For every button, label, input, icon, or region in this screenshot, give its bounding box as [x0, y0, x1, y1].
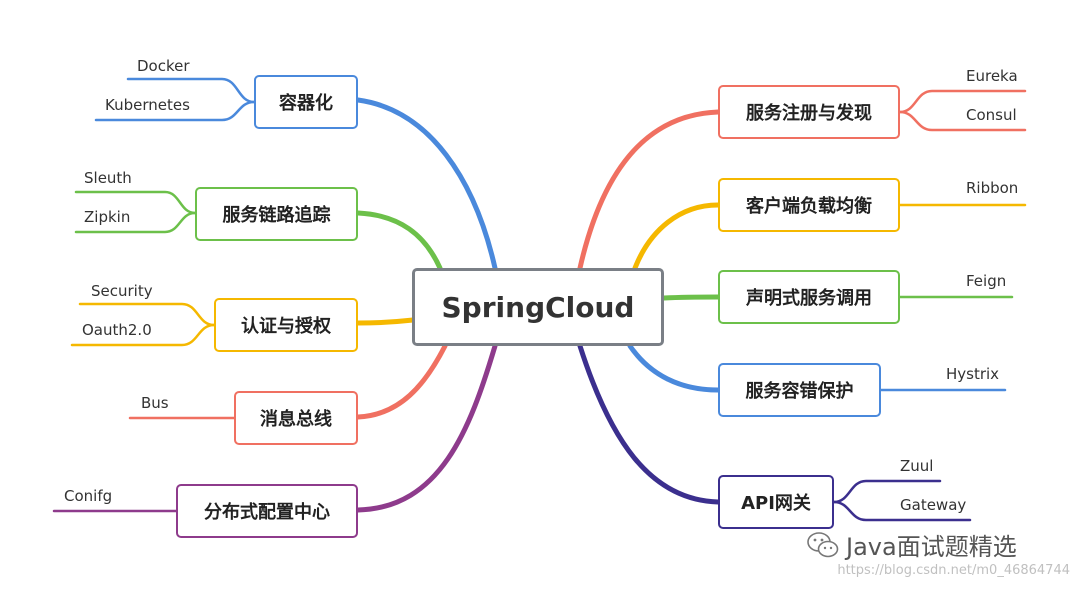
topic-hystrix[interactable]: 服务容错保护 [718, 363, 881, 417]
topic-auth[interactable]: 认证与授权 [214, 298, 358, 352]
leaf-zuul[interactable]: Zuul [900, 457, 934, 475]
topic-label: 声明式服务调用 [746, 288, 872, 309]
root-node[interactable]: SpringCloud [412, 268, 664, 346]
topic-registry[interactable]: 服务注册与发现 [718, 85, 900, 139]
leaf-bus[interactable]: Bus [141, 394, 169, 412]
link-leaf-zipkin [74, 211, 197, 234]
topic-label: 分布式配置中心 [204, 502, 330, 523]
link-root-gateway [577, 343, 721, 505]
topic-label: 容器化 [279, 93, 333, 114]
topic-container[interactable]: 容器化 [254, 75, 358, 129]
topic-label: 服务注册与发现 [746, 103, 872, 124]
link-root-registry [577, 109, 721, 271]
url-watermark: https://blog.csdn.net/m0_46864744 [837, 563, 1070, 578]
topic-label: 消息总线 [260, 409, 332, 430]
leaf-docker[interactable]: Docker [137, 57, 190, 75]
topic-bus[interactable]: 消息总线 [234, 391, 358, 445]
topic-label: 服务容错保护 [745, 381, 854, 402]
link-root-tracing [355, 210, 443, 271]
root-label: SpringCloud [441, 290, 635, 324]
link-leaf-gateway [832, 500, 972, 522]
link-root-hystrix [627, 343, 721, 393]
topic-tracing[interactable]: 服务链路追踪 [195, 187, 358, 241]
topic-label: 服务链路追踪 [222, 205, 331, 226]
leaf-config[interactable]: Conifg [64, 487, 113, 505]
leaf-eureka[interactable]: Eureka [966, 67, 1018, 85]
link-root-bus [355, 343, 448, 420]
link-root-config [355, 343, 498, 513]
leaf-feign[interactable]: Feign [966, 272, 1007, 290]
leaf-consul[interactable]: Consul [966, 106, 1017, 124]
link-root-auth [355, 317, 416, 326]
link-leaf-security [78, 302, 216, 327]
topic-gateway[interactable]: API网关 [718, 475, 834, 529]
topic-label: 认证与授权 [241, 316, 331, 337]
link-leaf-consul [898, 110, 1027, 132]
link-leaf-kubernetes [94, 100, 256, 122]
link-leaf-eureka [898, 89, 1027, 114]
topic-label: 客户端负载均衡 [746, 196, 872, 217]
link-leaf-sleuth [74, 190, 197, 215]
leaf-zipkin[interactable]: Zipkin [84, 208, 131, 226]
leaf-kubernetes[interactable]: Kubernetes [105, 96, 190, 114]
wechat-icon [807, 531, 839, 557]
link-leaf-oauth [70, 323, 216, 347]
leaf-ribbon[interactable]: Ribbon [966, 179, 1019, 197]
topic-feign[interactable]: 声明式服务调用 [718, 270, 900, 324]
wechat-watermark: Java面试题精选 [806, 527, 1017, 562]
watermark-text: Java面试题精选 [846, 533, 1017, 561]
leaf-security[interactable]: Security [91, 282, 153, 300]
leaf-sleuth[interactable]: Sleuth [84, 169, 132, 187]
link-leaf-zuul [832, 479, 942, 504]
topic-label: API网关 [741, 493, 811, 514]
leaf-oauth[interactable]: Oauth2.0 [82, 321, 152, 339]
leaf-gateway[interactable]: Gateway [900, 496, 967, 514]
link-leaf-docker [126, 77, 256, 104]
topic-load-balance[interactable]: 客户端负载均衡 [718, 178, 900, 232]
link-root-feign [661, 294, 721, 301]
link-root-container [355, 97, 498, 271]
leaf-hystrix[interactable]: Hystrix [946, 365, 1000, 383]
link-root-lb [632, 202, 721, 271]
topic-config[interactable]: 分布式配置中心 [176, 484, 358, 538]
